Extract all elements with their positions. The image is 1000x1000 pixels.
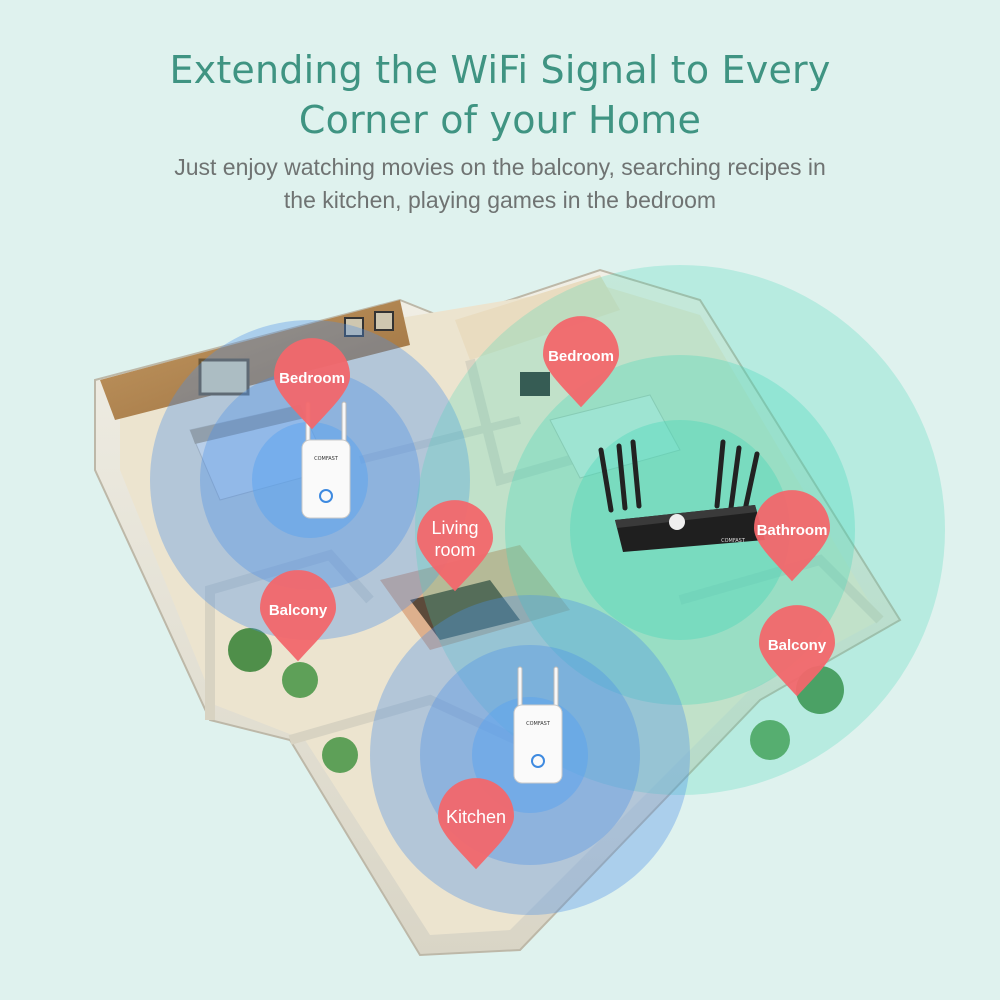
map-pin-icon: Balcony	[259, 570, 336, 662]
page-title-line1: Extending the WiFi Signal to Every	[169, 48, 831, 92]
room-label: Balcony	[768, 637, 827, 654]
room-label: Living	[431, 518, 478, 538]
router-brand: COMFAST	[721, 538, 746, 544]
room-label: Bedroom	[279, 370, 345, 387]
map-pin-icon: Balcony	[759, 605, 835, 697]
room-label: Bathroom	[757, 522, 828, 539]
room-label-line2: room	[434, 540, 475, 560]
room-label: Bedroom	[548, 348, 614, 365]
map-pin-icon: Kitchen	[438, 778, 514, 870]
extender-brand: COMFAST	[314, 456, 339, 462]
map-pin-icon: Bathroom	[754, 490, 830, 582]
map-pin-icon: Bedroom	[274, 338, 350, 430]
room-label: Balcony	[269, 602, 328, 619]
wifi-router-icon: COMFAST	[598, 439, 765, 552]
map-pin-icon: Bedroom	[543, 316, 619, 408]
wifi-extender-icon: COMFAST	[513, 666, 563, 784]
page-title-line2: Corner of your Home	[298, 98, 702, 142]
extender-brand: COMFAST	[526, 721, 551, 727]
subtitle-line2: the kitchen, playing games in the bedroo…	[283, 187, 717, 213]
room-pins: BedroomBedroomLivingroomBathroomBalconyB…	[259, 316, 835, 870]
room-label: Kitchen	[446, 807, 506, 827]
subtitle-line1: Just enjoy watching movies on the balcon…	[174, 154, 826, 180]
